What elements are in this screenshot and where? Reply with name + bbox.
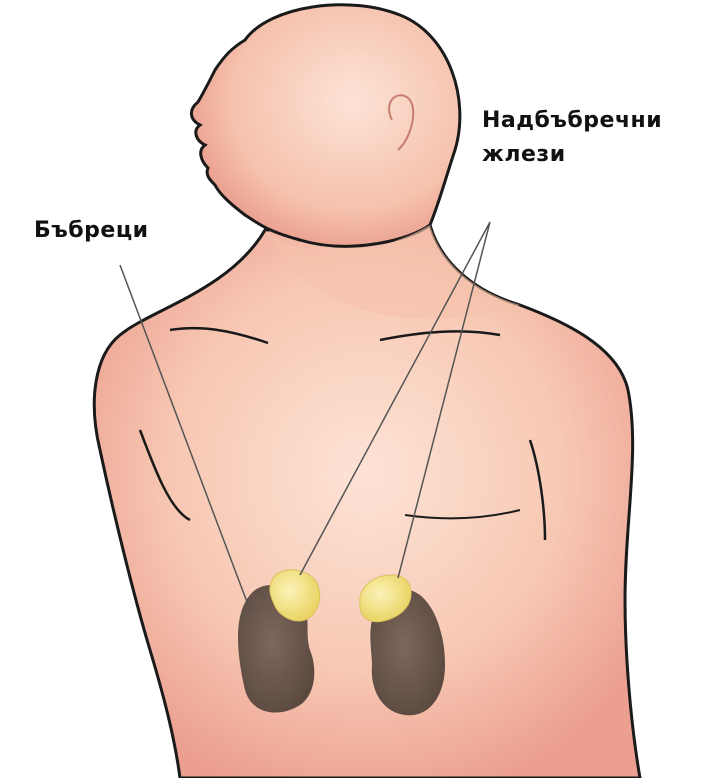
label-kidneys-text: Бъбреци (34, 218, 149, 243)
label-adrenal-line1: Надбъбречни (482, 104, 682, 138)
label-adrenal-glands: Надбъбречни жлези (476, 102, 690, 178)
head (191, 5, 459, 246)
label-kidneys: Бъбреци (28, 210, 155, 252)
label-adrenal-line2: жлези (482, 138, 682, 172)
